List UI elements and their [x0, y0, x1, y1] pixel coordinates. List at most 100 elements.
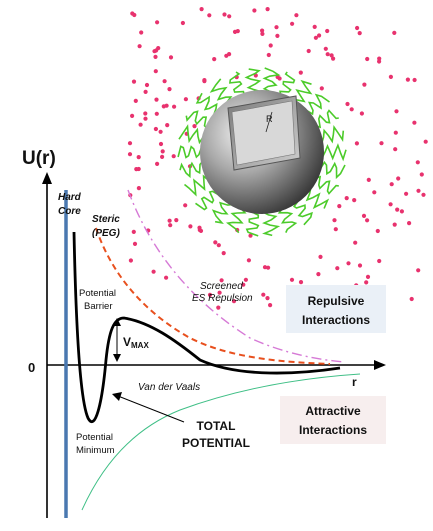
ion-dot: [243, 277, 248, 282]
ion-dot: [409, 296, 414, 302]
ion-dot: [212, 57, 217, 62]
hard-core-label-1: Hard: [58, 192, 82, 203]
ion-dot: [325, 52, 330, 57]
screened-es-curve: [127, 189, 346, 363]
ion-dot: [366, 177, 371, 182]
steric-label-2: (PEG): [92, 228, 120, 239]
ion-dot: [337, 204, 342, 209]
ion-dot: [151, 269, 156, 274]
ion-dot: [335, 266, 340, 271]
minimum-label-1: Potential: [76, 432, 113, 443]
ion-dot: [355, 25, 360, 31]
ion-dot: [362, 82, 367, 87]
ion-dot: [372, 190, 377, 195]
peg-chain: [209, 78, 233, 108]
ion-dot: [377, 258, 382, 264]
ion-dot: [207, 13, 212, 18]
ion-dot: [128, 258, 133, 263]
minimum-label-2: Minimum: [76, 445, 115, 456]
ion-dot: [407, 221, 412, 226]
barrier-label-2: Barrier: [84, 301, 113, 312]
ion-dot: [361, 213, 367, 218]
ion-dot: [268, 303, 273, 308]
ion-dot: [395, 207, 400, 212]
ion-dot: [389, 182, 394, 187]
ion-dot: [415, 160, 420, 165]
ion-dot: [312, 24, 317, 29]
ion-dot: [260, 31, 265, 36]
total-label-2: POTENTIAL: [182, 436, 250, 450]
ion-dot: [365, 274, 371, 279]
barrier-label-1: Potential: [79, 288, 116, 299]
ion-dot: [156, 46, 161, 51]
ion-dot: [294, 13, 299, 18]
vmax-label: VMAX: [123, 335, 149, 350]
ion-dot: [416, 188, 421, 193]
ion-dot: [266, 265, 271, 270]
y-axis-label: U(r): [22, 148, 56, 169]
ion-dot: [127, 141, 133, 146]
ion-dot: [222, 12, 227, 17]
ion-dot: [246, 258, 251, 263]
peg-chain: [319, 143, 347, 162]
ion-dot: [275, 33, 280, 39]
ion-dot: [289, 277, 295, 282]
ion-dot: [423, 139, 428, 144]
ion-dot: [202, 78, 207, 83]
ion-dot: [316, 272, 321, 277]
ion-dot: [183, 203, 188, 208]
ion-dot: [268, 43, 273, 48]
ion-dot: [354, 141, 359, 146]
hard-core-label-2: Core: [58, 206, 81, 217]
ion-dot: [167, 87, 172, 92]
ion-dot: [137, 44, 142, 49]
ion-dot: [188, 224, 193, 229]
ion-dot: [388, 74, 393, 79]
ion-dot: [131, 79, 137, 84]
radius-line: [265, 111, 273, 133]
screened-label-2: ES Repulsion: [192, 293, 253, 304]
ion-dot: [265, 7, 270, 12]
ion-dot: [393, 147, 398, 152]
ion-dot: [412, 77, 417, 83]
ion-dot: [344, 196, 349, 201]
ion-dot: [332, 218, 337, 223]
ion-dot: [153, 69, 158, 74]
ion-dot: [266, 52, 271, 58]
ion-dot: [171, 154, 176, 159]
ion-dot: [155, 161, 160, 166]
ion-dot: [331, 56, 336, 61]
ion-dot: [318, 254, 323, 259]
ion-dot: [416, 268, 421, 273]
peg-chain: [310, 175, 339, 195]
ion-dot: [131, 229, 136, 234]
repulsive-label-1: Repulsive: [308, 294, 365, 308]
ion-dot: [161, 104, 166, 109]
sphere-inner: [231, 100, 296, 166]
ion-dot: [160, 149, 165, 154]
peg-chain: [228, 71, 245, 100]
ion-dot: [165, 123, 170, 128]
total-pointer-line: [117, 395, 185, 423]
peg-chain: [304, 186, 330, 210]
vmax-arrow-down: [113, 354, 121, 362]
ion-dot: [392, 222, 397, 227]
ion-dot: [290, 21, 295, 26]
ion-dot: [217, 290, 222, 295]
peg-chain: [262, 208, 281, 237]
ion-dot: [252, 8, 257, 13]
ion-dot: [412, 120, 417, 125]
repulsive-label-2: Interactions: [302, 313, 370, 327]
ion-dot: [221, 251, 226, 256]
ion-dot: [421, 192, 426, 197]
steric-label-1: Steric: [92, 214, 120, 225]
peg-chain: [279, 71, 296, 101]
total-pointer-arrow: [112, 392, 122, 401]
peg-chain: [211, 198, 234, 224]
attractive-label-1: Attractive: [305, 404, 361, 418]
y-axis-arrow: [42, 172, 52, 184]
peg-chain: [244, 68, 262, 95]
ion-dot: [136, 166, 141, 172]
ion-dot: [405, 77, 410, 82]
ion-dot: [345, 101, 350, 107]
